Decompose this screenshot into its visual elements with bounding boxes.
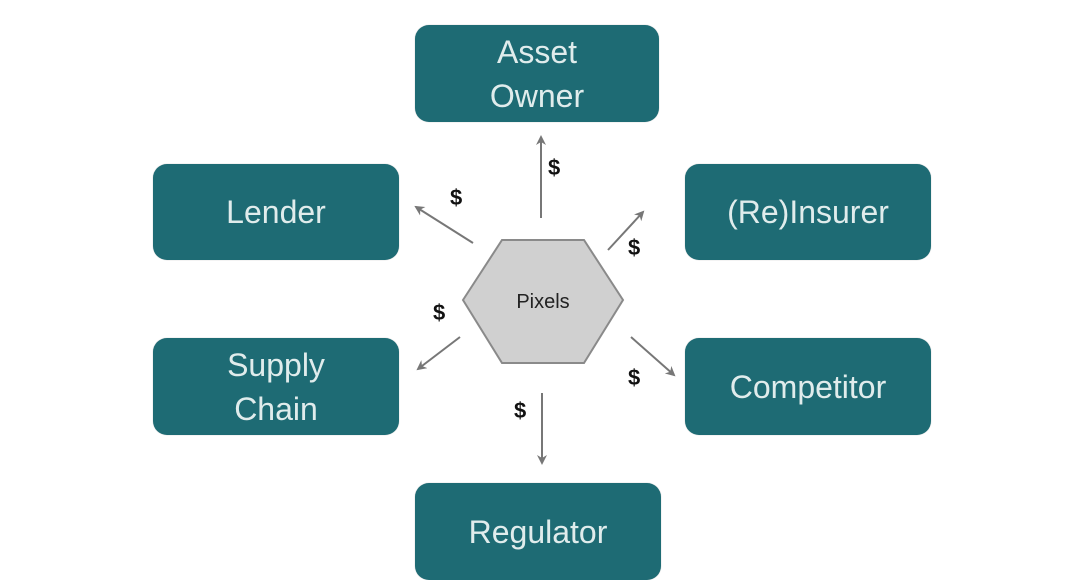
node-label: Lender bbox=[226, 194, 326, 230]
arrow-to-competitor bbox=[630, 336, 676, 377]
hub-hexagon bbox=[461, 239, 625, 364]
node-reinsurer: (Re)Insurer bbox=[685, 164, 931, 260]
edge-label-competitor: $ bbox=[628, 365, 640, 390]
node-competitor: Competitor bbox=[685, 338, 931, 435]
edge-label-reinsurer: $ bbox=[628, 235, 640, 260]
node-label: Supply Chain bbox=[227, 346, 325, 427]
edge-label-supply-chain: $ bbox=[433, 300, 445, 325]
node-label: Regulator bbox=[468, 513, 608, 550]
node-lender: Lender bbox=[153, 164, 399, 260]
edge-label-asset-owner: $ bbox=[548, 155, 560, 180]
node-label: (Re)Insurer bbox=[727, 194, 889, 230]
node-label: Competitor bbox=[729, 368, 887, 405]
edge-label-lender: $ bbox=[450, 185, 462, 210]
arrow-to-lender bbox=[414, 205, 474, 244]
hub-label: Pixels bbox=[516, 291, 569, 313]
arrow-to-supply-chain bbox=[416, 336, 461, 371]
node-supply-chain: Supply Chain bbox=[153, 338, 399, 435]
node-regulator: Regulator bbox=[415, 483, 661, 580]
arrow-to-reinsurer bbox=[607, 210, 645, 251]
node-label: Asset Owner bbox=[489, 33, 585, 114]
edge-label-regulator: $ bbox=[514, 398, 526, 423]
node-asset-owner: Asset Owner bbox=[415, 25, 659, 122]
